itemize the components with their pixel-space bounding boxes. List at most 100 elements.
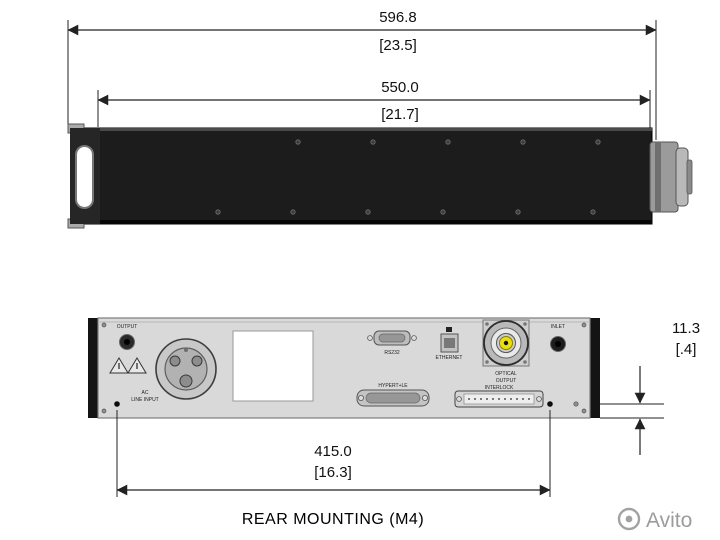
pin <box>468 398 470 400</box>
interlock-screw <box>456 396 462 402</box>
pin <box>516 398 518 400</box>
top-view: 596.8 [23.5] 550.0 [21.7] <box>67 9 693 229</box>
drawing-caption: REAR MOUNTING (M4) <box>242 511 424 528</box>
rivet-hole <box>590 209 596 215</box>
connector-body <box>649 141 679 213</box>
screw <box>573 401 579 407</box>
ac-key-notch <box>184 348 188 352</box>
rivet-hole <box>515 209 521 215</box>
panel-screws <box>101 322 587 414</box>
rivet-hole <box>595 139 601 145</box>
rivet-hole <box>365 209 371 215</box>
db25-dsub <box>365 392 421 404</box>
optical-plate-screw <box>523 360 527 364</box>
rivet-hole <box>445 139 451 145</box>
chassis-body <box>67 123 693 229</box>
optical-fiber-core <box>503 340 509 346</box>
optical-output-group: OPTICAL OUTPUT <box>482 319 530 384</box>
rivet-hole <box>440 209 446 215</box>
rs232-dsub <box>378 333 406 343</box>
dimension-value-inch: [23.5] <box>379 37 417 54</box>
dimension-value-mm: 550.0 <box>381 79 419 96</box>
rivet-holes-top <box>295 139 601 145</box>
ethernet-port <box>444 338 455 348</box>
watermark-logo-dot <box>625 515 633 523</box>
optical-plate-screw <box>523 322 527 326</box>
watermark-logo-icon <box>617 507 641 531</box>
panel-right-cap <box>590 318 600 418</box>
rivet-hole <box>295 139 301 145</box>
optical-label-line1: OPTICAL <box>495 371 517 377</box>
pin <box>504 398 506 400</box>
mounting-hole-left <box>114 401 120 407</box>
dimension-value-mm: 415.0 <box>314 443 352 460</box>
pin <box>522 398 524 400</box>
dimension-value-inch: [21.7] <box>381 106 419 123</box>
ac-input-group: AC LINE INPUT <box>131 338 217 403</box>
screw <box>581 408 587 414</box>
ac-pin-hole <box>179 374 193 388</box>
output-label: OUTPUT <box>117 324 138 330</box>
handle-slot <box>75 145 94 209</box>
rs232-label: RS232 <box>384 350 400 356</box>
connector-ring <box>655 142 661 212</box>
inlet-label: INLET <box>551 324 565 330</box>
panel-left-cap <box>88 318 98 418</box>
chassis-top-edge <box>72 128 652 131</box>
watermark: Avito <box>617 507 692 532</box>
left-bracket <box>67 123 100 229</box>
chassis-extrusion <box>71 127 653 225</box>
rivet-hole <box>215 209 221 215</box>
warning-icons <box>109 357 147 374</box>
screw <box>101 322 107 328</box>
screw <box>581 322 587 328</box>
ac-pin-hole <box>169 355 181 367</box>
connector-cap <box>675 147 689 207</box>
db25-screw <box>357 394 364 401</box>
dimension-value-mm: 596.8 <box>379 9 417 26</box>
screw <box>101 408 107 414</box>
pin <box>510 398 512 400</box>
interlock-group: INTERLOCK <box>454 385 544 408</box>
rs232-screw <box>367 335 373 341</box>
ethernet-group: ETHERNET <box>436 327 463 361</box>
pin <box>486 398 488 400</box>
optical-plate-screw <box>485 360 489 364</box>
pin <box>498 398 500 400</box>
optical-label-line2: OUTPUT <box>496 378 517 384</box>
right-connector <box>649 141 693 213</box>
ac-label-line2: LINE INPUT <box>131 397 159 403</box>
mounting-hole-right <box>547 401 553 407</box>
ethernet-led <box>446 327 452 332</box>
ethernet-label: ETHERNET <box>436 355 463 361</box>
pin <box>528 398 530 400</box>
nameplate <box>232 330 314 402</box>
rs232-screw <box>411 335 417 341</box>
dimension-offset: 11.3 [.4] <box>600 320 700 455</box>
interlock-pins <box>468 398 530 400</box>
dimension-value-inch: [16.3] <box>314 464 352 481</box>
rear-view: OUTPUT AC LINE INPUT <box>88 317 700 497</box>
inlet-pin <box>555 341 561 347</box>
inlet-group: INLET <box>550 324 566 352</box>
chassis-bottom-edge <box>72 220 652 224</box>
ac-label-line1: AC <box>142 390 149 396</box>
rs232-group: RS232 <box>367 330 417 356</box>
ac-pin-hole <box>191 355 203 367</box>
rivet-holes-bottom <box>215 209 596 215</box>
optical-plate-screw <box>485 322 489 326</box>
output-connector-pin <box>124 339 130 345</box>
rivet-hole <box>370 139 376 145</box>
db25-label: HYPERT+LE <box>378 383 408 389</box>
connector-tip <box>686 159 693 195</box>
dimension-value-mm: 11.3 <box>672 320 700 337</box>
interlock-label: INTERLOCK <box>485 385 514 391</box>
watermark-text: Avito <box>646 509 692 532</box>
rivet-hole <box>520 139 526 145</box>
pin <box>492 398 494 400</box>
dimension-body: 550.0 [21.7] <box>97 79 651 141</box>
dimension-value-inch: [.4] <box>676 341 697 358</box>
interlock-screw <box>536 396 542 402</box>
